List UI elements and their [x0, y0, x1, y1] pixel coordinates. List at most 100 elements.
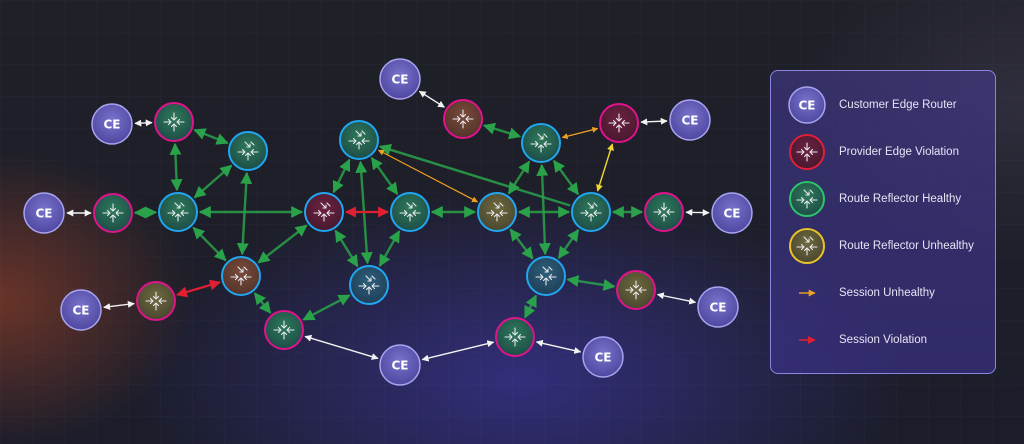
pe-router-node[interactable]: [616, 270, 656, 310]
arrow-glyph: [399, 209, 408, 217]
link-green: [509, 228, 534, 260]
arrow-glyph: [809, 196, 818, 204]
arrow-glyph: [660, 213, 668, 222]
arrow-icon: [799, 336, 816, 344]
arrow-glyph: [361, 130, 366, 135]
arrow-glyph: [152, 302, 160, 311]
arrow-icon: [799, 289, 816, 297]
ce-circle: [60, 289, 102, 331]
ce-label: CE: [72, 304, 89, 318]
pe-router-node[interactable]: [495, 317, 535, 357]
arrow-glyph: [632, 280, 640, 289]
arrow-glyph: [174, 202, 181, 209]
arrow-glyph: [459, 109, 467, 118]
ce-node[interactable]: CE: [91, 103, 133, 145]
arrow-glyph: [371, 282, 380, 290]
route-reflector-node[interactable]: [477, 192, 517, 232]
route-reflector-node[interactable]: [521, 123, 561, 163]
legend-swatch: [787, 273, 827, 313]
link-white: [656, 292, 697, 305]
router-circle: [789, 181, 825, 217]
arrow-glyph: [244, 141, 251, 148]
node-icon: [789, 181, 825, 217]
route-reflector-node[interactable]: [339, 120, 379, 160]
node-icon: [789, 228, 825, 264]
ce-circle: [379, 58, 421, 100]
arrow-glyph: [243, 273, 252, 281]
arrow-glyph: [163, 118, 172, 126]
arrow-glyph: [621, 119, 630, 127]
legend-label: Session Violation: [839, 334, 928, 346]
ce-label: CE: [35, 207, 52, 221]
link-green: [193, 128, 229, 145]
ce-node[interactable]: CE: [582, 336, 624, 378]
arrow-glyph: [355, 130, 362, 137]
router-circle: [526, 256, 566, 296]
route-reflector-node[interactable]: [158, 192, 198, 232]
ce-node[interactable]: CE: [60, 289, 102, 331]
arrow-glyph: [593, 202, 598, 207]
route-reflector-node[interactable]: [390, 192, 430, 232]
arrow-glyph: [243, 266, 248, 271]
link-green: [169, 142, 183, 192]
arrow-glyph: [666, 208, 675, 216]
router-circle: [789, 228, 825, 264]
ce-circle: [669, 99, 711, 141]
pe-router-node[interactable]: [599, 103, 639, 143]
legend-item-session-unhealthy: Session Unhealthy: [771, 270, 997, 316]
ce-label: CE: [391, 359, 408, 373]
arrow-glyph: [237, 148, 246, 156]
router-circle: [228, 131, 268, 171]
arrow-glyph: [465, 115, 474, 123]
arrow-glyph: [625, 286, 634, 294]
route-reflector-node[interactable]: [304, 192, 344, 232]
legend-swatch: [787, 226, 827, 266]
pe-router-node[interactable]: [93, 193, 133, 233]
router-circle: [304, 192, 344, 232]
arrow-glyph: [365, 275, 372, 282]
arrow-glyph: [632, 291, 640, 300]
legend-swatch: [787, 320, 827, 360]
ce-node[interactable]: CE: [697, 286, 739, 328]
arrow-glyph: [493, 202, 500, 209]
arrow-glyph: [615, 113, 623, 122]
arrow-glyph: [244, 152, 252, 161]
route-reflector-node[interactable]: [221, 256, 261, 296]
arrow-glyph: [286, 326, 295, 334]
legend-swatch: CE: [787, 85, 827, 125]
arrow-glyph: [587, 202, 594, 209]
pe-router-node[interactable]: [154, 102, 194, 142]
pe-router-node[interactable]: [443, 99, 483, 139]
ce-circle: [582, 336, 624, 378]
ce-node[interactable]: CE: [669, 99, 711, 141]
ce-node[interactable]: CE: [711, 192, 753, 234]
ce-node[interactable]: CE: [23, 192, 65, 234]
arrow-glyph: [280, 331, 288, 340]
ce-node[interactable]: CE: [379, 58, 421, 100]
arrow-glyph: [615, 124, 623, 133]
arrow-glyph: [320, 213, 328, 222]
arrow-glyph: [170, 123, 178, 132]
link-green: [193, 164, 233, 199]
arrow-glyph: [493, 213, 501, 222]
legend-label: Route Reflector Unhealthy: [839, 240, 974, 252]
arrow-glyph: [176, 118, 185, 126]
pe-router-node[interactable]: [264, 310, 304, 350]
router-circle: [349, 265, 389, 305]
arrow-glyph: [358, 282, 367, 290]
pe-router-node[interactable]: [644, 192, 684, 232]
legend-item-ce: CE Customer Edge Router: [771, 82, 997, 128]
route-reflector-node[interactable]: [349, 265, 389, 305]
ce-label: CE: [709, 301, 726, 315]
router-circle: [571, 192, 611, 232]
ce-node[interactable]: CE: [379, 344, 421, 386]
pe-router-node[interactable]: [136, 281, 176, 321]
route-reflector-node[interactable]: [571, 192, 611, 232]
route-reflector-node[interactable]: [228, 131, 268, 171]
arrow-glyph: [548, 273, 557, 281]
arrow-glyph: [365, 286, 373, 295]
arrow-glyph: [486, 209, 495, 217]
arrow-glyph: [517, 333, 526, 341]
route-reflector-node[interactable]: [526, 256, 566, 296]
ce-label: CE: [798, 99, 815, 113]
